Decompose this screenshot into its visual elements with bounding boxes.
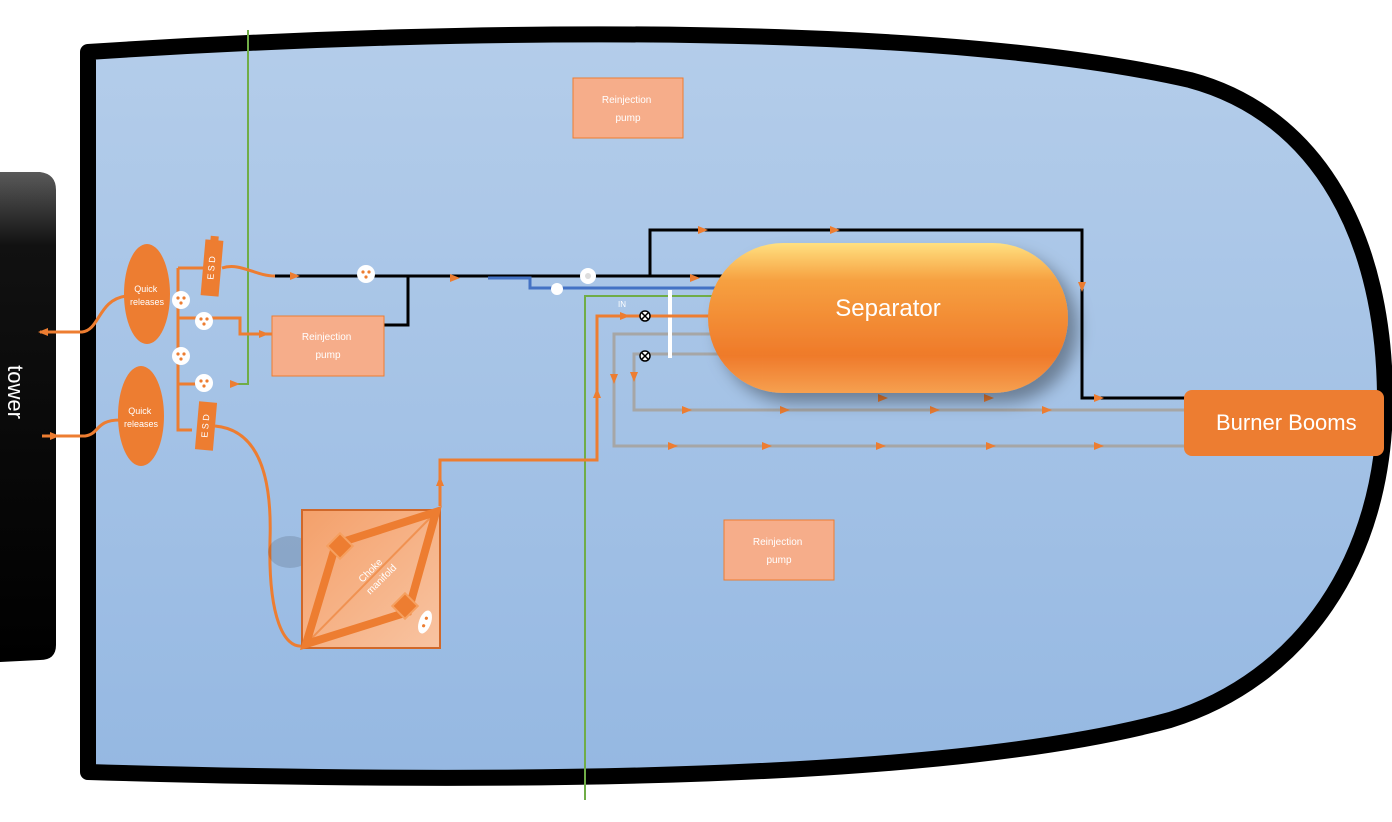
quick-release-label-2: releases: [130, 297, 165, 307]
arrow: [830, 226, 840, 234]
valve-icon: [418, 610, 432, 634]
tower: tower: [0, 172, 56, 662]
arrow: [259, 330, 269, 338]
arrow: [762, 442, 772, 450]
white-bar: [668, 290, 672, 358]
pump-label-1: Reinjection: [302, 332, 351, 343]
arrow: [593, 388, 601, 398]
burner-booms-label: Burner Booms: [1216, 410, 1357, 435]
arrow: [1042, 406, 1052, 414]
pump-label-2: pump: [766, 555, 791, 566]
esd-valve-bottom: E S D: [194, 401, 218, 451]
check-valve-icon: [639, 350, 651, 362]
arrow: [290, 272, 300, 280]
valve-icon: [172, 347, 190, 365]
choke-manifold: Choke manifold: [268, 505, 442, 651]
arrow: [610, 374, 618, 384]
esd-label: E S D: [205, 255, 217, 280]
svg-text:Quick releases: Quick releases: [124, 406, 159, 429]
arrow: [630, 372, 638, 382]
quick-release-label-1: Quick: [134, 284, 158, 294]
quick-release-label-1: Quick: [128, 406, 152, 416]
arrow: [878, 394, 888, 402]
arrow: [668, 442, 678, 450]
arrow: [1094, 442, 1104, 450]
arrow: [1094, 394, 1104, 402]
arrow: [930, 406, 940, 414]
pump-label-1: Reinjection: [602, 95, 651, 106]
arrow: [436, 476, 444, 486]
arrow: [1078, 282, 1086, 292]
arrow: [698, 226, 708, 234]
esd-label: E S D: [199, 413, 211, 438]
valve-icon: [551, 283, 563, 295]
separator-vessel: [708, 243, 1068, 393]
reinjection-pump-top: Reinjection pump: [572, 77, 684, 139]
arrow: [620, 312, 630, 320]
green-line-2: [584, 295, 760, 800]
valve-icon: [580, 268, 596, 284]
valve-icons: [172, 265, 596, 392]
arrow: [986, 442, 996, 450]
burner-booms: Burner Booms: [1184, 390, 1384, 456]
arrow: [690, 274, 700, 282]
arrow: [876, 442, 886, 450]
esd-valve-top: E S D: [200, 235, 224, 297]
tower-label: tower: [3, 365, 28, 419]
arrow: [50, 432, 60, 440]
quick-release-label-2: releases: [124, 419, 159, 429]
arrow: [38, 328, 48, 336]
in-label: IN: [618, 300, 626, 309]
arrow: [984, 394, 994, 402]
valve-icon: [172, 291, 190, 309]
arrow: [450, 274, 460, 282]
valve-icon: [195, 312, 213, 330]
choke-valve-icon: [325, 531, 355, 561]
svg-text:Quick releases: Quick releases: [130, 284, 165, 307]
valve-icon: [195, 374, 213, 392]
choke-valve-icon: [390, 591, 420, 621]
svg-text:Reinjection pump: Reinjection pump: [753, 537, 805, 566]
reinjection-pump-middle: Reinjection pump: [271, 315, 385, 377]
blue-line: [488, 276, 760, 290]
pump-label-2: pump: [315, 350, 340, 361]
reinjection-pump-bottom: Reinjection pump: [723, 519, 835, 581]
pump-label-2: pump: [615, 113, 640, 124]
quick-release-bottom: Quick releases: [118, 366, 164, 466]
svg-text:Reinjection pump: Reinjection pump: [302, 332, 354, 361]
check-valve-icon: [639, 310, 651, 322]
separator-label: Separator: [835, 295, 940, 322]
flow-arrows: [38, 226, 1104, 486]
pump-label-1: Reinjection: [753, 537, 802, 548]
arrow: [230, 380, 240, 388]
valve-icon: [357, 265, 375, 283]
arrow: [780, 406, 790, 414]
arrow: [682, 406, 692, 414]
quick-release-top: Quick releases: [124, 244, 170, 344]
black-pipeline: [275, 228, 1190, 400]
svg-text:Reinjection pump: Reinjection pump: [602, 95, 654, 124]
